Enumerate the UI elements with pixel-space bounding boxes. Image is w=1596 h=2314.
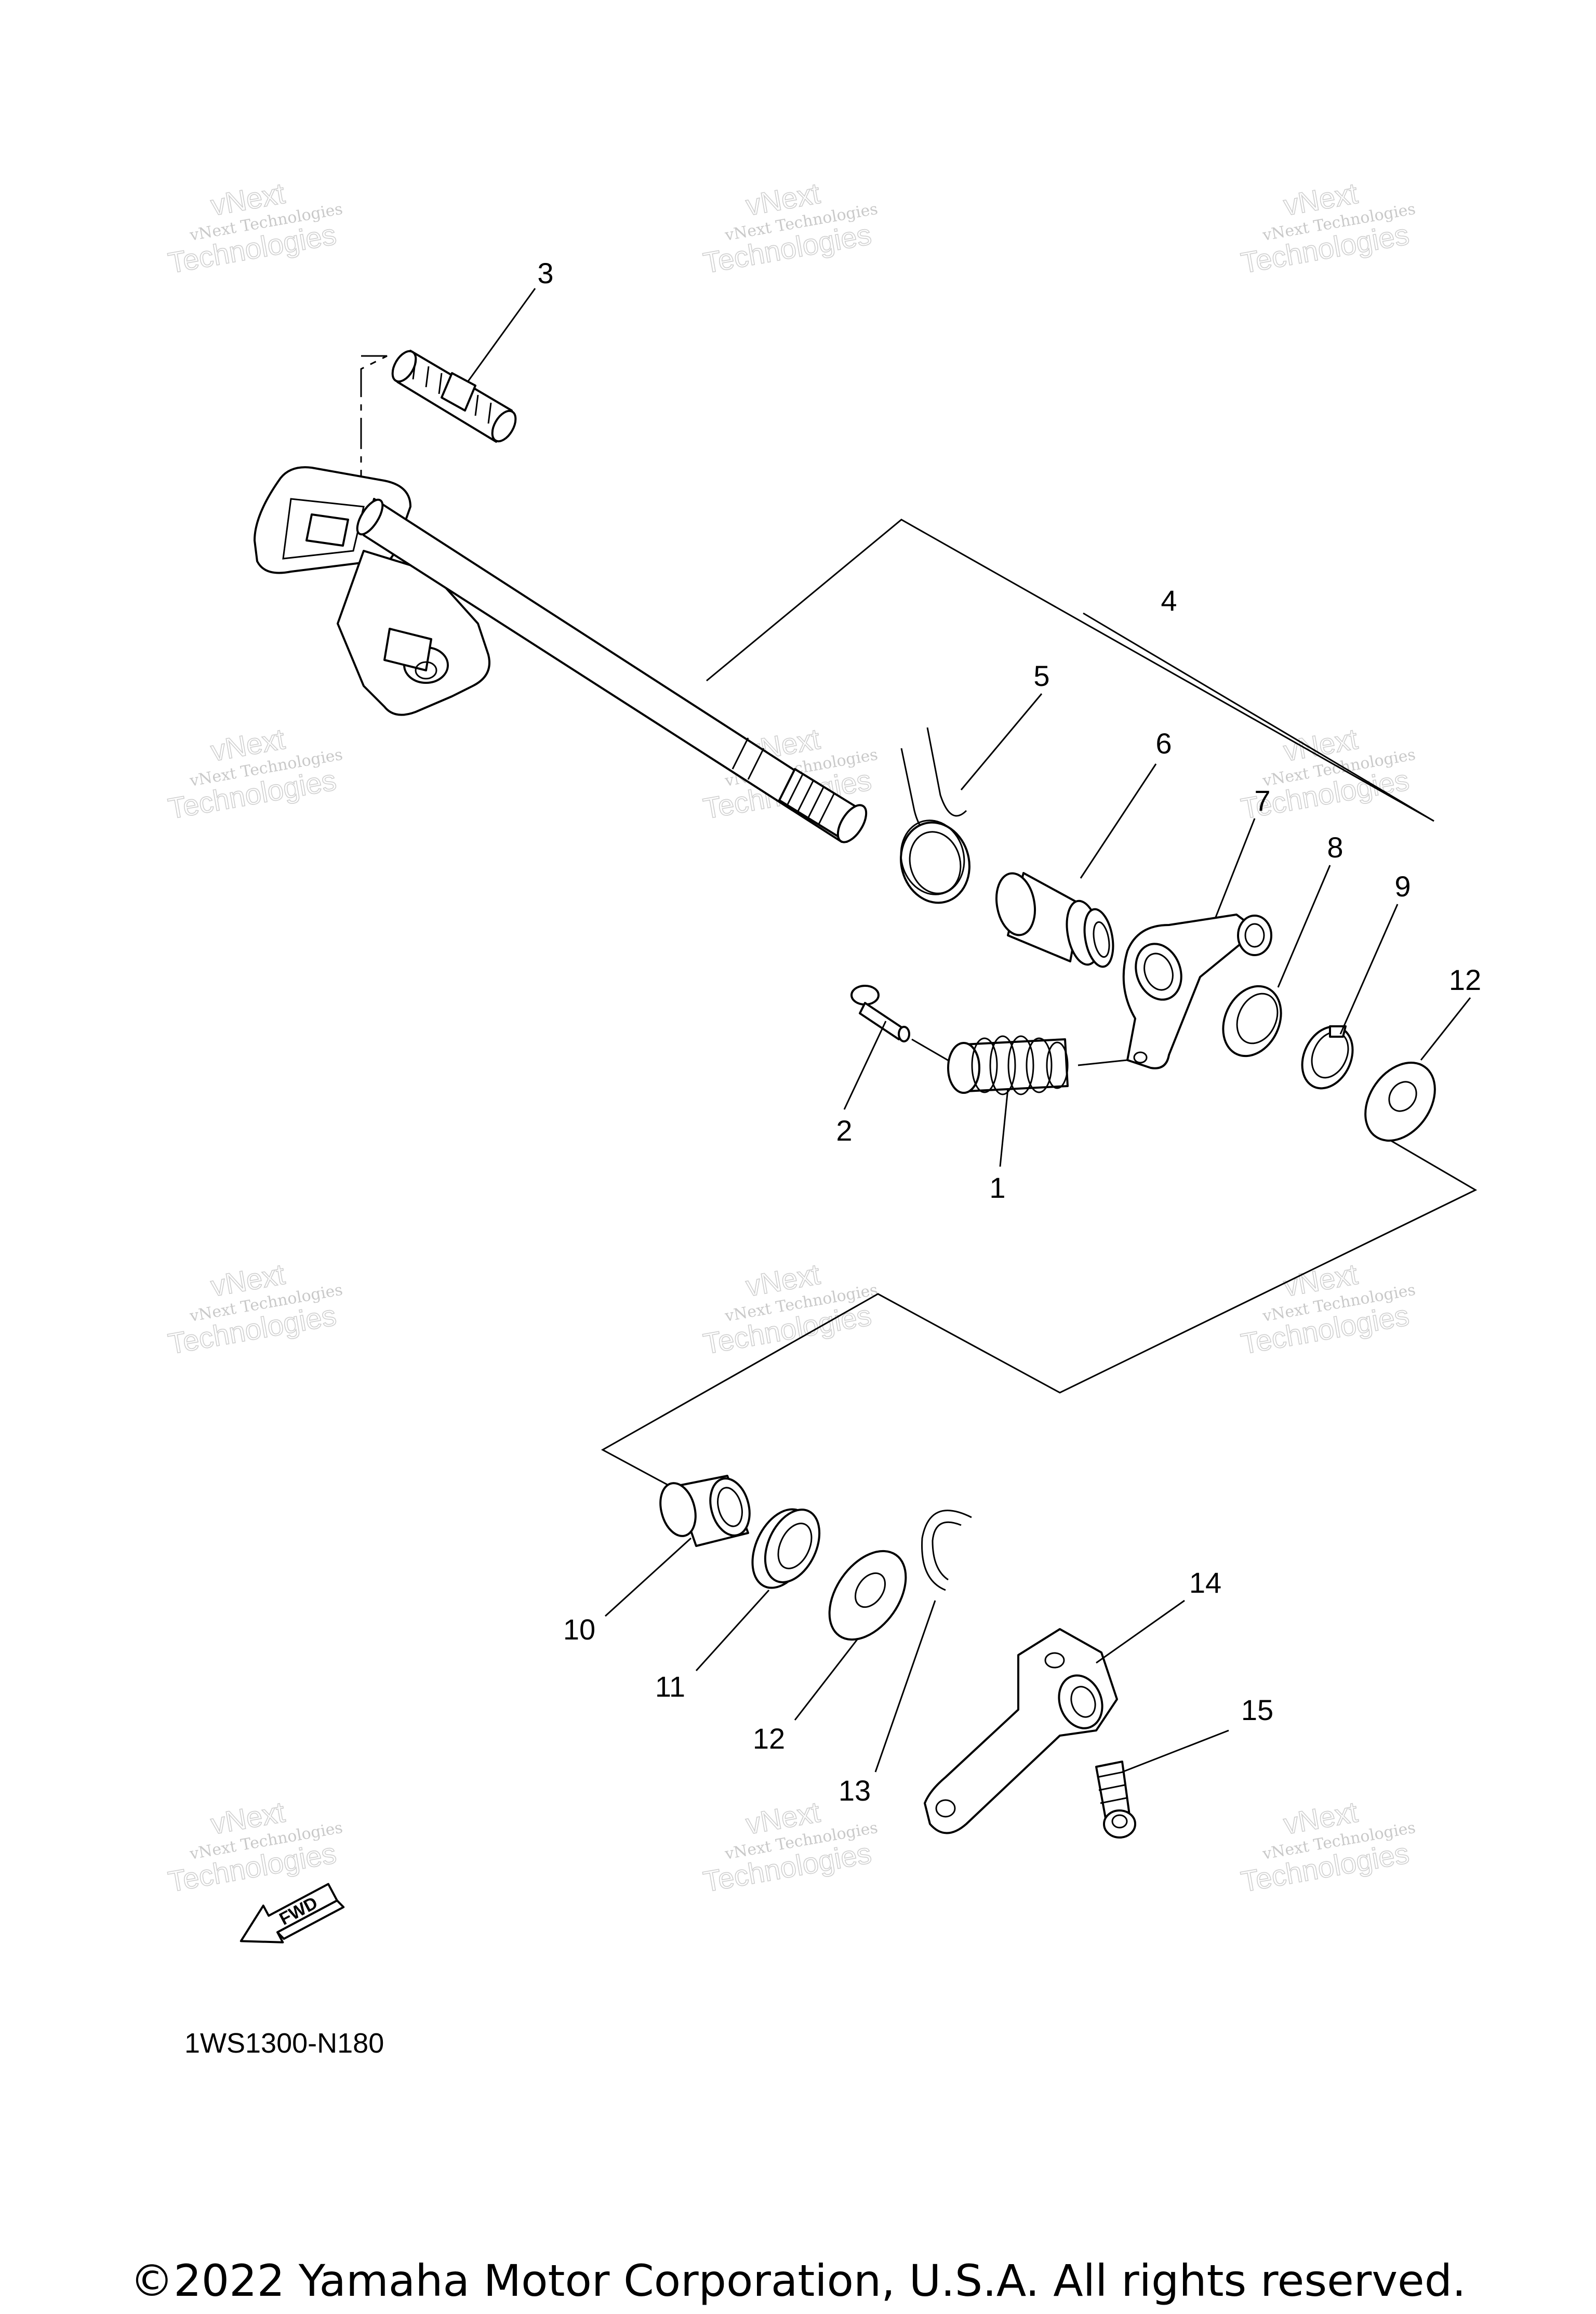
- leader-line-3: [467, 288, 536, 382]
- diagram-code: 1WS1300-N180: [184, 2028, 384, 2059]
- leader-line-12-upper: [1420, 997, 1471, 1061]
- callout-1[interactable]: 1: [989, 1171, 1005, 1204]
- callout-6[interactable]: 6: [1155, 727, 1172, 760]
- callout-labels: 1 2 3 4 5 6 7 8 9 12 10 11 12 13 14 15: [537, 257, 1481, 1807]
- watermark: vNext vNext Technologies Technologies: [700, 176, 879, 280]
- callout-14[interactable]: 14: [1189, 1566, 1221, 1599]
- part-12-washer-upper: [1364, 1062, 1436, 1142]
- callout-9[interactable]: 9: [1394, 870, 1411, 903]
- callout-12-lower[interactable]: 12: [753, 1722, 785, 1755]
- leader-line-15: [1122, 1729, 1229, 1773]
- leader-line-11: [695, 1589, 770, 1672]
- bracket-line-right: [601, 1134, 1478, 1487]
- leader-line-10: [604, 1537, 692, 1617]
- part-11-oil-seal: [751, 1508, 821, 1589]
- watermark: vNext vNext Technologies Technologies: [165, 722, 344, 825]
- shift-shaft-assembly: [254, 466, 868, 843]
- watermark: vNext vNext Technologies Technologies: [1238, 176, 1417, 280]
- callout-13[interactable]: 13: [839, 1774, 871, 1807]
- part-6-collar: [995, 872, 1114, 968]
- leader-line-1: [999, 1088, 1009, 1167]
- part-13-circlip: [921, 1510, 972, 1591]
- callout-3[interactable]: 3: [537, 257, 553, 289]
- callout-8[interactable]: 8: [1327, 831, 1343, 864]
- bracket-line-upper: [706, 519, 1434, 822]
- watermark: vNext vNext Technologies Technologies: [1238, 1257, 1417, 1360]
- bracket-line-4: [1083, 612, 1434, 822]
- leader-line-14: [1096, 1599, 1185, 1664]
- part-3-stud-bolt: [391, 350, 517, 443]
- watermark: vNext vNext Technologies Technologies: [165, 1257, 344, 1360]
- callout-7[interactable]: 7: [1254, 784, 1270, 817]
- callout-15[interactable]: 15: [1241, 1694, 1273, 1726]
- callout-11[interactable]: 11: [655, 1670, 685, 1703]
- watermark: vNext vNext Technologies Technologies: [700, 1257, 879, 1360]
- part-15-bolt: [1095, 1761, 1136, 1839]
- copyright-notice: ©2022 Yamaha Motor Corporation, U.S.A. A…: [130, 2255, 1466, 2306]
- leader-line-8: [1277, 865, 1331, 988]
- leader-line-13: [874, 1600, 936, 1773]
- callout-12-upper[interactable]: 12: [1449, 963, 1481, 996]
- part-5-torsion-spring: [900, 727, 970, 904]
- watermark: vNext vNext Technologies Technologies: [165, 176, 344, 280]
- leader-line-9: [1339, 904, 1399, 1035]
- leader-line-2: [843, 1021, 887, 1110]
- assembly-frame-lines: [360, 355, 1478, 1487]
- leader-line-7: [1215, 818, 1256, 918]
- leader-line-5: [960, 693, 1043, 790]
- watermark-layer: vNext vNext Technologies Technologies vN…: [165, 176, 1417, 1898]
- part-1-coil-spring: [947, 1035, 1069, 1095]
- callout-2[interactable]: 2: [836, 1114, 852, 1147]
- leader-line-12-lower: [794, 1639, 858, 1721]
- callout-4[interactable]: 4: [1161, 584, 1177, 617]
- callout-10[interactable]: 10: [563, 1613, 595, 1646]
- part-9-circlip: [1301, 1025, 1354, 1090]
- part-12-washer-lower: [828, 1550, 907, 1641]
- leader-line-6: [1080, 763, 1157, 879]
- part-8-washer: [1222, 985, 1282, 1057]
- callout-5[interactable]: 5: [1033, 659, 1049, 692]
- fwd-arrow-icon: FWD: [240, 1883, 345, 1943]
- spring-to-lever-line: [1078, 1059, 1128, 1066]
- part-7-shift-lever: [1122, 914, 1272, 1069]
- watermark: vNext vNext Technologies Technologies: [1238, 1795, 1417, 1898]
- part-14-shift-arm: [924, 1628, 1118, 1834]
- watermark: vNext vNext Technologies Technologies: [165, 1795, 344, 1898]
- shaft-dash-line: [360, 355, 388, 551]
- part-2-pin: [850, 985, 910, 1042]
- part-10-needle-bearing: [659, 1475, 751, 1547]
